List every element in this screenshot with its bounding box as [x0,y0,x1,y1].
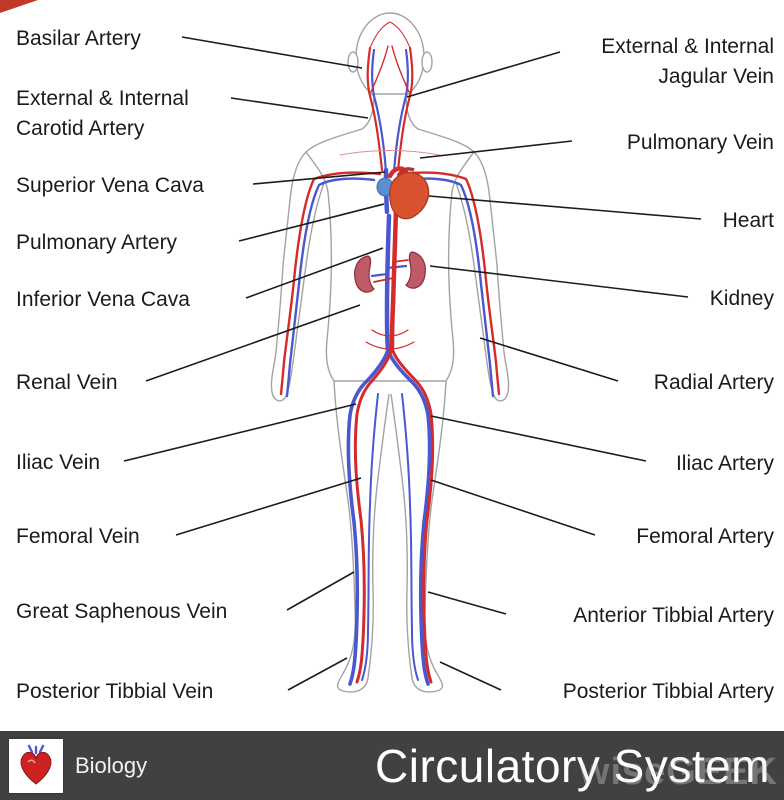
label-iliac-vein: Iliac Vein [16,451,101,474]
label-inferior-vena-cava: Inferior Vena Cava [16,288,190,311]
label-pulmonary-vein: Pulmonary Vein [626,131,774,154]
heart-shape [389,171,430,220]
label-femoral-vein: Femoral Vein [16,525,140,548]
label-posterior-tibbial-vein: Posterior Tibbial Vein [16,680,214,703]
heart-organ [376,167,430,220]
label-anterior-tibbial-artery: Anterior Tibbial Artery [573,604,774,627]
page-title: Circulatory System [375,739,770,792]
label-renal-vein: Renal Vein [16,371,118,394]
label-iliac-artery: Iliac Artery [675,452,774,475]
label-basilar-artery: Basilar Artery [16,27,141,50]
kidney-left [354,255,375,293]
label-kidney: Kidney [709,287,774,310]
connector-lines [123,36,702,691]
ear-right [421,51,433,73]
kidney-right [405,251,426,289]
footer-bar: Biology Circulatory System [0,731,784,800]
heart-icon [20,744,52,785]
right-leg-outline [390,380,447,693]
left-leg-outline [333,380,390,693]
kidneys [354,251,426,293]
label-heart: Heart [722,209,774,232]
label-radial-artery: Radial Artery [653,371,774,394]
left-arm-outline [270,151,325,402]
label-jagular-vein: External & Internal Jagular Vein [601,35,774,89]
corner-ribbon [0,0,38,13]
label-posterior-tibbial-artery: Posterior Tibbial Artery [562,680,774,703]
biology-logo [9,738,63,793]
aorta-arch [396,167,415,177]
label-femoral-artery: Femoral Artery [636,525,774,548]
label-pulmonary-artery: Pulmonary Artery [16,231,178,254]
label-great-saphenous-vein: Great Saphenous Vein [16,600,228,623]
ear-left [347,51,359,73]
label-superior-vena-cava: Superior Vena Cava [16,174,204,197]
label-carotid-artery: External & Internal Carotid Artery [16,87,189,141]
subject-label: Biology [75,752,148,778]
head-outline [355,12,425,102]
vein-network [285,48,495,686]
circulatory-diagram [123,12,702,693]
